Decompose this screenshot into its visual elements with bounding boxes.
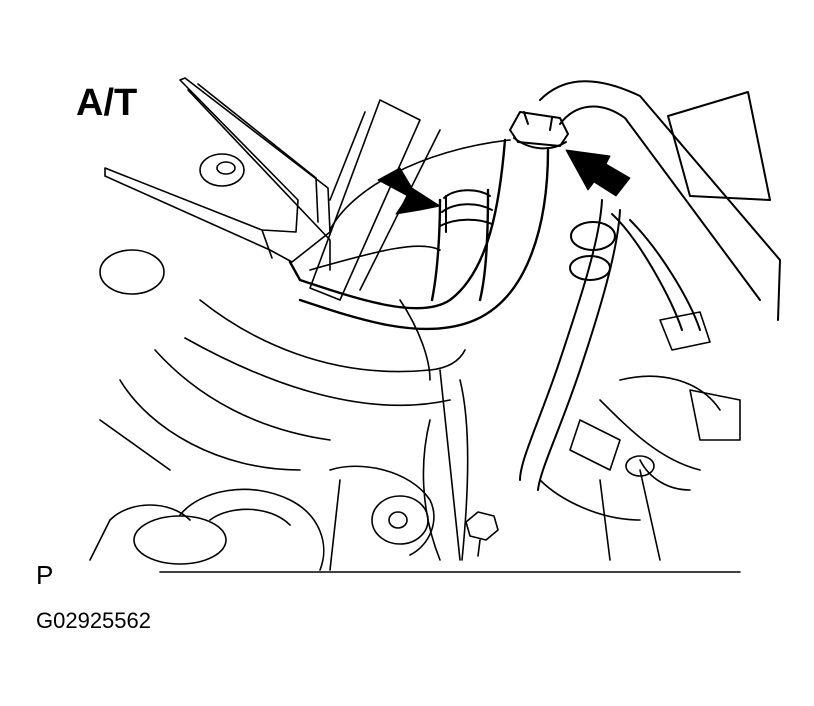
return-pipe <box>519 199 701 491</box>
lower-left-components <box>109 465 435 571</box>
transmission-housing <box>99 139 511 561</box>
bolt-center <box>465 511 499 557</box>
callout-arrow-icon <box>377 167 441 215</box>
hose-fitting-left <box>439 189 493 233</box>
hose-clamp <box>509 111 569 150</box>
base-edge <box>89 519 741 573</box>
transmission-type-label: A/T <box>76 82 138 124</box>
grommets <box>99 153 245 295</box>
upper-pipe <box>539 80 781 321</box>
figure-code-label: G02925562 <box>36 608 151 633</box>
view-marker-label: P <box>36 560 54 590</box>
main-hose <box>288 138 550 331</box>
callout-arrow-icon <box>565 149 631 197</box>
frame-bracket <box>104 77 331 271</box>
right-fittings <box>539 311 741 561</box>
